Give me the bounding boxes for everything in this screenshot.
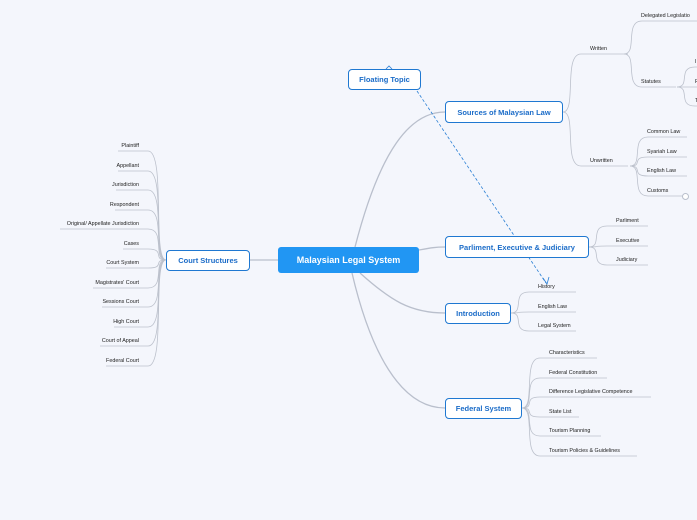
court-item-respondent[interactable]: Respondent [109, 202, 139, 208]
federal-item-state-list[interactable]: State List [549, 409, 572, 415]
connector-introduction-item-1 [510, 291, 576, 314]
connector-written [562, 53, 628, 113]
court-item-court-system[interactable]: Court System [106, 260, 139, 266]
connector-federal-item-1 [521, 357, 597, 409]
unwritten-syariah-law[interactable]: Syariah Law [647, 149, 677, 155]
connector-unwritten-item-3 [629, 165, 687, 177]
connector-federal-item-2 [521, 377, 607, 409]
court-item-sessions-court[interactable]: Sessions Court [102, 299, 139, 305]
sources-delegated-legislation[interactable]: Delegated Legislatio [641, 13, 690, 19]
connector-parliament-item-2 [588, 245, 648, 248]
connector-statutes [623, 53, 676, 88]
connector-parliament-item-3 [588, 246, 648, 266]
court-item-magistrates-court[interactable]: Magistrates' Court [95, 280, 139, 286]
court-item-plaintiff[interactable]: Plaintiff [121, 143, 139, 149]
unwritten-common-law[interactable]: Common Law [647, 129, 681, 135]
federal-item-federal-constitution[interactable]: Federal Constitution [549, 370, 598, 376]
court-item-court-of-appeal[interactable]: Court of Appeal [101, 338, 139, 344]
statute-item-2[interactable]: F [695, 79, 697, 85]
connector-court-item-3 [116, 189, 167, 261]
court-item-federal-court[interactable]: Federal Court [106, 358, 139, 364]
connector-delegated [623, 20, 697, 55]
parliament-item-executive[interactable]: Executive [616, 238, 640, 244]
connector-unwritten [562, 111, 628, 167]
connector-introduction-item-2 [510, 311, 576, 314]
federal-item-tourism-planning[interactable]: Tourism Planning [549, 428, 591, 434]
connector-statute-item-3 [676, 86, 697, 107]
connector-unwritten-item-2 [629, 156, 687, 167]
court-item-cases[interactable]: Cases [123, 241, 139, 247]
statute-item-1[interactable]: I [695, 59, 697, 65]
connector-federal [351, 272, 446, 409]
court-item-appellant[interactable]: Appellant [116, 163, 139, 169]
connector-introduction [359, 272, 446, 314]
sources-unwritten[interactable]: Unwritten [590, 158, 613, 164]
federal-item-tourism-policies[interactable]: Tourism Policies & Guidelines [549, 448, 621, 454]
court-item-jurisdiction[interactable]: Jurisdiction [112, 182, 139, 188]
connector-parliament [418, 246, 446, 251]
introduction-item-history[interactable]: History [538, 284, 555, 290]
unwritten-english-law[interactable]: English Law [647, 168, 677, 174]
connector-court-item-5 [60, 228, 167, 261]
topic-introduction[interactable]: Introduction [445, 303, 511, 324]
introduction-item-english-law[interactable]: English Law [538, 304, 568, 310]
relationship-arrow-end [542, 276, 550, 285]
statute-item-3[interactable]: T [695, 98, 697, 104]
topic-court-structures[interactable]: Court Structures [166, 250, 250, 271]
floating-topic[interactable]: Floating Topic [348, 69, 421, 90]
topic-sources-of-malaysian-law[interactable]: Sources of Malaysian Law [445, 101, 563, 123]
federal-item-characteristics[interactable]: Characteristics [549, 350, 585, 356]
court-item-original-appellate[interactable]: Original/ Appellate Jurisdiction [66, 221, 139, 227]
connector-court-item-6 [123, 248, 167, 261]
federal-item-legislative-competence[interactable]: Difference Legislative Competence [549, 389, 633, 395]
parliament-item-judiciary[interactable]: Judiciary [616, 257, 638, 263]
topic-parliament-executive-judiciary[interactable]: Parliment, Executive & Judiciary [445, 236, 589, 258]
unwritten-customs[interactable]: Customs [647, 188, 669, 194]
connector-court-item-4 [115, 209, 167, 261]
court-item-high-court[interactable]: High Court [113, 319, 139, 325]
relationship-arrow-start [385, 65, 393, 70]
connector-unwritten-item-4 [629, 165, 687, 197]
parliament-item-parliment[interactable]: Parliment [616, 218, 639, 224]
connector-federal-item-3 [521, 396, 651, 409]
topic-federal-system[interactable]: Federal System [445, 398, 522, 419]
connector-federal-item-4 [521, 407, 579, 418]
connector-federal-item-6 [521, 407, 637, 457]
connector-sources [354, 111, 446, 248]
sources-statutes[interactable]: Statutes [641, 79, 661, 85]
connector-unwritten-item-1 [629, 136, 687, 167]
connector-statute-item-1 [676, 66, 697, 88]
introduction-item-legal-system[interactable]: Legal System [538, 323, 571, 329]
central-topic[interactable]: Malaysian Legal System [278, 247, 419, 273]
connector-introduction-item-3 [510, 312, 576, 332]
connector-court-item-7 [106, 259, 167, 269]
connector-parliament-item-1 [588, 225, 648, 248]
sources-written[interactable]: Written [590, 46, 607, 52]
expand-toggle-icon[interactable] [682, 193, 689, 200]
